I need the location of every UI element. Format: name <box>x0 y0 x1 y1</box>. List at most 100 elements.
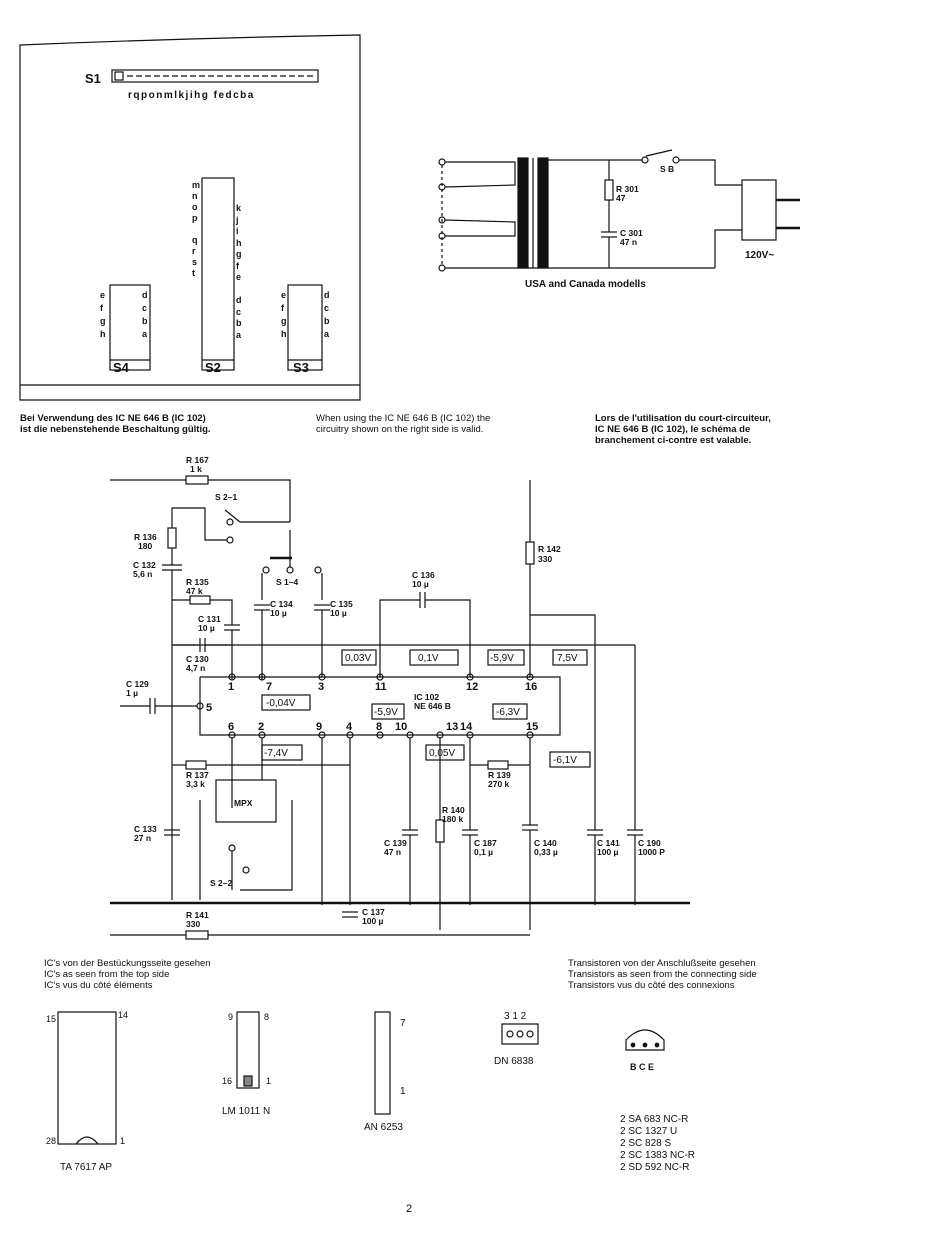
power-labels: S B R 301 47 C 301 47 n 120V~ USA and Ca… <box>525 164 774 290</box>
voltage-pin7: -0,04V <box>266 698 296 709</box>
dn6838-package <box>501 1023 539 1045</box>
lm-pin8: 8 <box>264 1012 269 1022</box>
an-pin1: 1 <box>400 1086 406 1097</box>
c129-value: 1 µ <box>126 688 138 698</box>
schematic-labels: R 167 1 k S 2–1 R 136 180 C 132 5,6 n R … <box>126 455 665 929</box>
mains-label: 120V~ <box>745 250 774 261</box>
switch-contact-letter: b <box>236 318 242 328</box>
voltage-pin13: 0,05V <box>429 748 455 759</box>
c134-value: 10 µ <box>270 608 287 618</box>
voltage-pin16: 7,5V <box>557 653 578 664</box>
pin-7: 7 <box>266 681 272 693</box>
c301-value: 47 n <box>620 237 637 247</box>
switch-contact-letter: h <box>236 237 242 248</box>
ta-pin1: 1 <box>120 1136 125 1146</box>
pin-11: 11 <box>375 681 387 693</box>
s1-label: S1 <box>85 71 101 86</box>
c187-value: 0,1 µ <box>474 847 493 857</box>
s1-contact-letters: rqponmlkjihg fedcba <box>128 90 255 101</box>
c131-label: C 131 <box>198 614 221 624</box>
c135-label: C 135 <box>330 599 353 609</box>
pin-4: 4 <box>346 721 353 733</box>
s4-label: S4 <box>113 360 130 375</box>
dn-pin-order: 3 1 2 <box>504 1011 527 1022</box>
ta-pin15: 15 <box>46 1014 56 1024</box>
r136-value: 180 <box>138 541 152 551</box>
switch-contact-letter: a <box>142 329 148 339</box>
r142-label: R 142 <box>538 544 561 554</box>
c132-value: 5,6 n <box>133 569 152 579</box>
c132-label: C 132 <box>133 560 156 570</box>
r141-value: 330 <box>186 919 200 929</box>
r301-value: 47 <box>616 193 626 203</box>
power-supply-diagram <box>438 149 800 272</box>
transistor-package <box>625 1029 665 1051</box>
transistor-pinout: B C E <box>630 1062 654 1072</box>
r139-value: 270 k <box>488 779 510 789</box>
pin-14: 14 <box>460 721 473 733</box>
pin-8: 8 <box>376 721 382 733</box>
switch-panel-labels: S1 rqponmlkjihg fedcba S4 S2 S3 <box>85 71 309 375</box>
switch-contact-letter: d <box>142 290 148 300</box>
switch-contact-letter: n <box>192 191 198 201</box>
voltage-pin10: -5,9V <box>374 707 398 718</box>
s3-label: S3 <box>293 360 309 375</box>
voltage-pin12: -5,9V <box>490 653 514 664</box>
switch-contact-letter: g <box>281 316 287 326</box>
switch-contact-letter: d <box>324 290 330 300</box>
c131-value: 10 µ <box>198 623 215 633</box>
switch-contact-letter: r <box>192 246 196 256</box>
lm1011-name: LM 1011 N <box>222 1106 270 1117</box>
switch-contact-letter: c <box>236 306 242 317</box>
dn6838-name: DN 6838 <box>494 1056 534 1067</box>
ic102-type: NE 646 B <box>414 701 451 711</box>
switch-contact-letter: f <box>100 303 103 313</box>
c139-label: C 139 <box>384 838 407 848</box>
transistor-type: 2 SC 1327 U <box>620 1126 677 1137</box>
switch-contact-letter: h <box>281 329 287 339</box>
switch-panel <box>19 34 361 401</box>
pin-3: 3 <box>318 681 324 693</box>
ta7617-package <box>57 1011 117 1145</box>
voltage-pin11: 0,1V <box>418 653 439 664</box>
transistor-type: 2 SD 592 NC-R <box>620 1162 689 1173</box>
switch-contact-letter: i <box>236 226 239 236</box>
c130-value: 4,7 n <box>186 663 205 673</box>
lm-pin9: 9 <box>228 1012 233 1022</box>
switch-contact-letter: e <box>236 272 242 282</box>
lm1011-package <box>236 1011 260 1089</box>
c140-value: 0,33 µ <box>534 847 558 857</box>
switch-contact-letter: s <box>192 257 198 267</box>
r167-label: R 167 <box>186 455 209 465</box>
r142-value: 330 <box>538 554 552 564</box>
switch-contact-letter: o <box>192 202 198 212</box>
c134-label: C 134 <box>270 599 293 609</box>
c190-value: 1000 P <box>638 847 665 857</box>
switch-contact-letter: h <box>100 329 106 339</box>
s22-label: S 2–2 <box>210 878 232 888</box>
c301-label: C 301 <box>620 228 643 238</box>
pin-13: 13 <box>446 721 458 733</box>
caption-french: Lors de l'utilisation du court-circuiteu… <box>595 413 771 446</box>
power-caption: USA and Canada modells <box>525 279 646 290</box>
c190-label: C 190 <box>638 838 661 848</box>
c135-value: 10 µ <box>330 608 347 618</box>
r139-label: R 139 <box>488 770 511 780</box>
switch-contact-letter: d <box>236 295 242 305</box>
r136-label: R 136 <box>134 532 157 542</box>
pin-16: 16 <box>525 681 537 693</box>
switch-contact-letter: c <box>142 303 148 313</box>
transistor-list: 2 SA 683 NC-R 2 SC 1327 U 2 SC 828 S 2 S… <box>620 1114 695 1173</box>
pin-15: 15 <box>526 721 538 733</box>
lm-pin16: 16 <box>222 1076 232 1086</box>
transistor-view-caption: Transistoren von der Anschlußseite geseh… <box>568 958 757 991</box>
r140-value: 180 k <box>442 814 464 824</box>
c129-label: C 129 <box>126 679 149 689</box>
pin-12: 12 <box>466 681 478 693</box>
ic102-label: IC 102 <box>414 692 439 702</box>
pin-9: 9 <box>316 721 322 733</box>
s14-label: S 1–4 <box>276 577 298 587</box>
switch-contact-letter: t <box>192 268 195 278</box>
